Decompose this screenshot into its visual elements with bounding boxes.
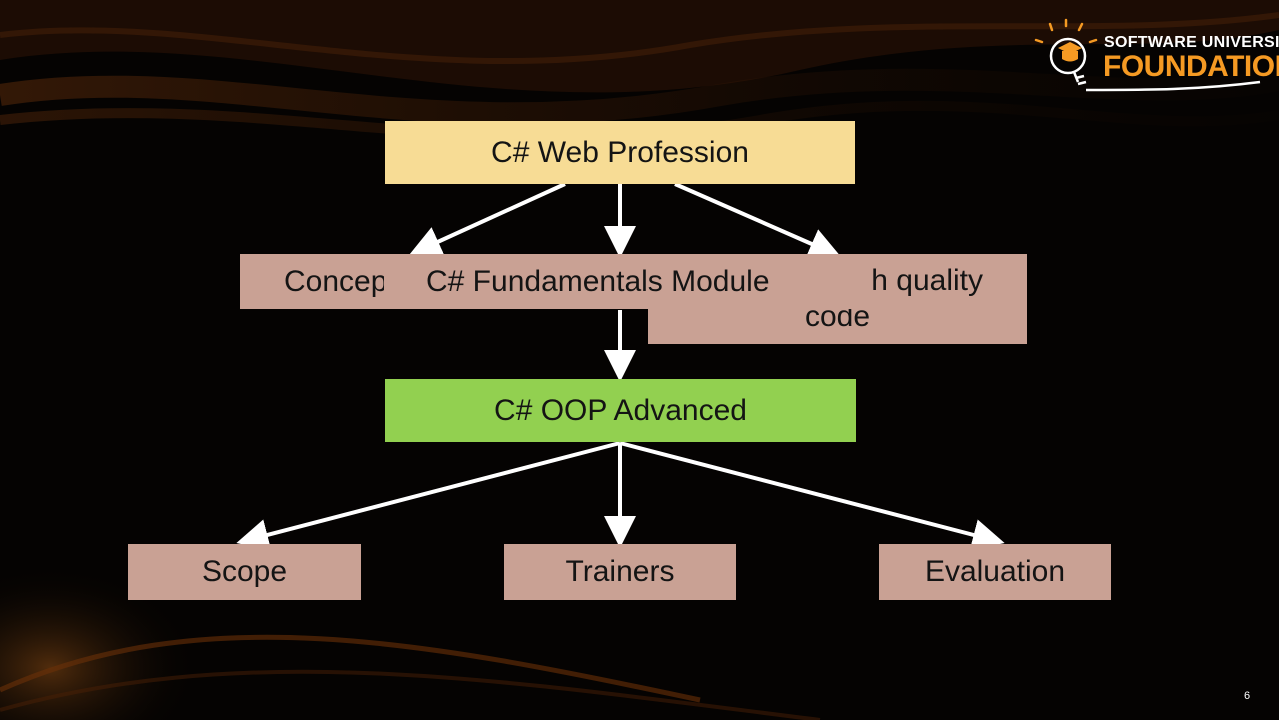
page-number: 6 — [1244, 690, 1251, 702]
arrow-root-to-right — [674, 182, 841, 259]
node-csharp-web-profession: C# Web Profession — [385, 121, 855, 184]
logo-line1: SOFTWARE UNIVERSITY — [1104, 34, 1279, 51]
logo-line2: FOUNDATION — [1103, 50, 1279, 83]
node-scope: Scope — [128, 544, 361, 600]
arrow-oop-to-scope — [236, 441, 621, 551]
software-university-logo — [1034, 18, 1261, 92]
node-csharp-fundamentals-module: C# Fundamentals Module — [384, 254, 856, 309]
arrow-oop-to-evaluation — [619, 441, 1005, 551]
node-trainers: Trainers — [504, 544, 736, 600]
node-high-quality-label-1: h quality — [871, 264, 983, 297]
node-csharp-oop-advanced: C# OOP Advanced — [385, 379, 856, 442]
node-evaluation: Evaluation — [879, 544, 1111, 600]
node-concepts-label: Concep — [284, 264, 388, 298]
arrow-root-to-left — [409, 182, 566, 257]
